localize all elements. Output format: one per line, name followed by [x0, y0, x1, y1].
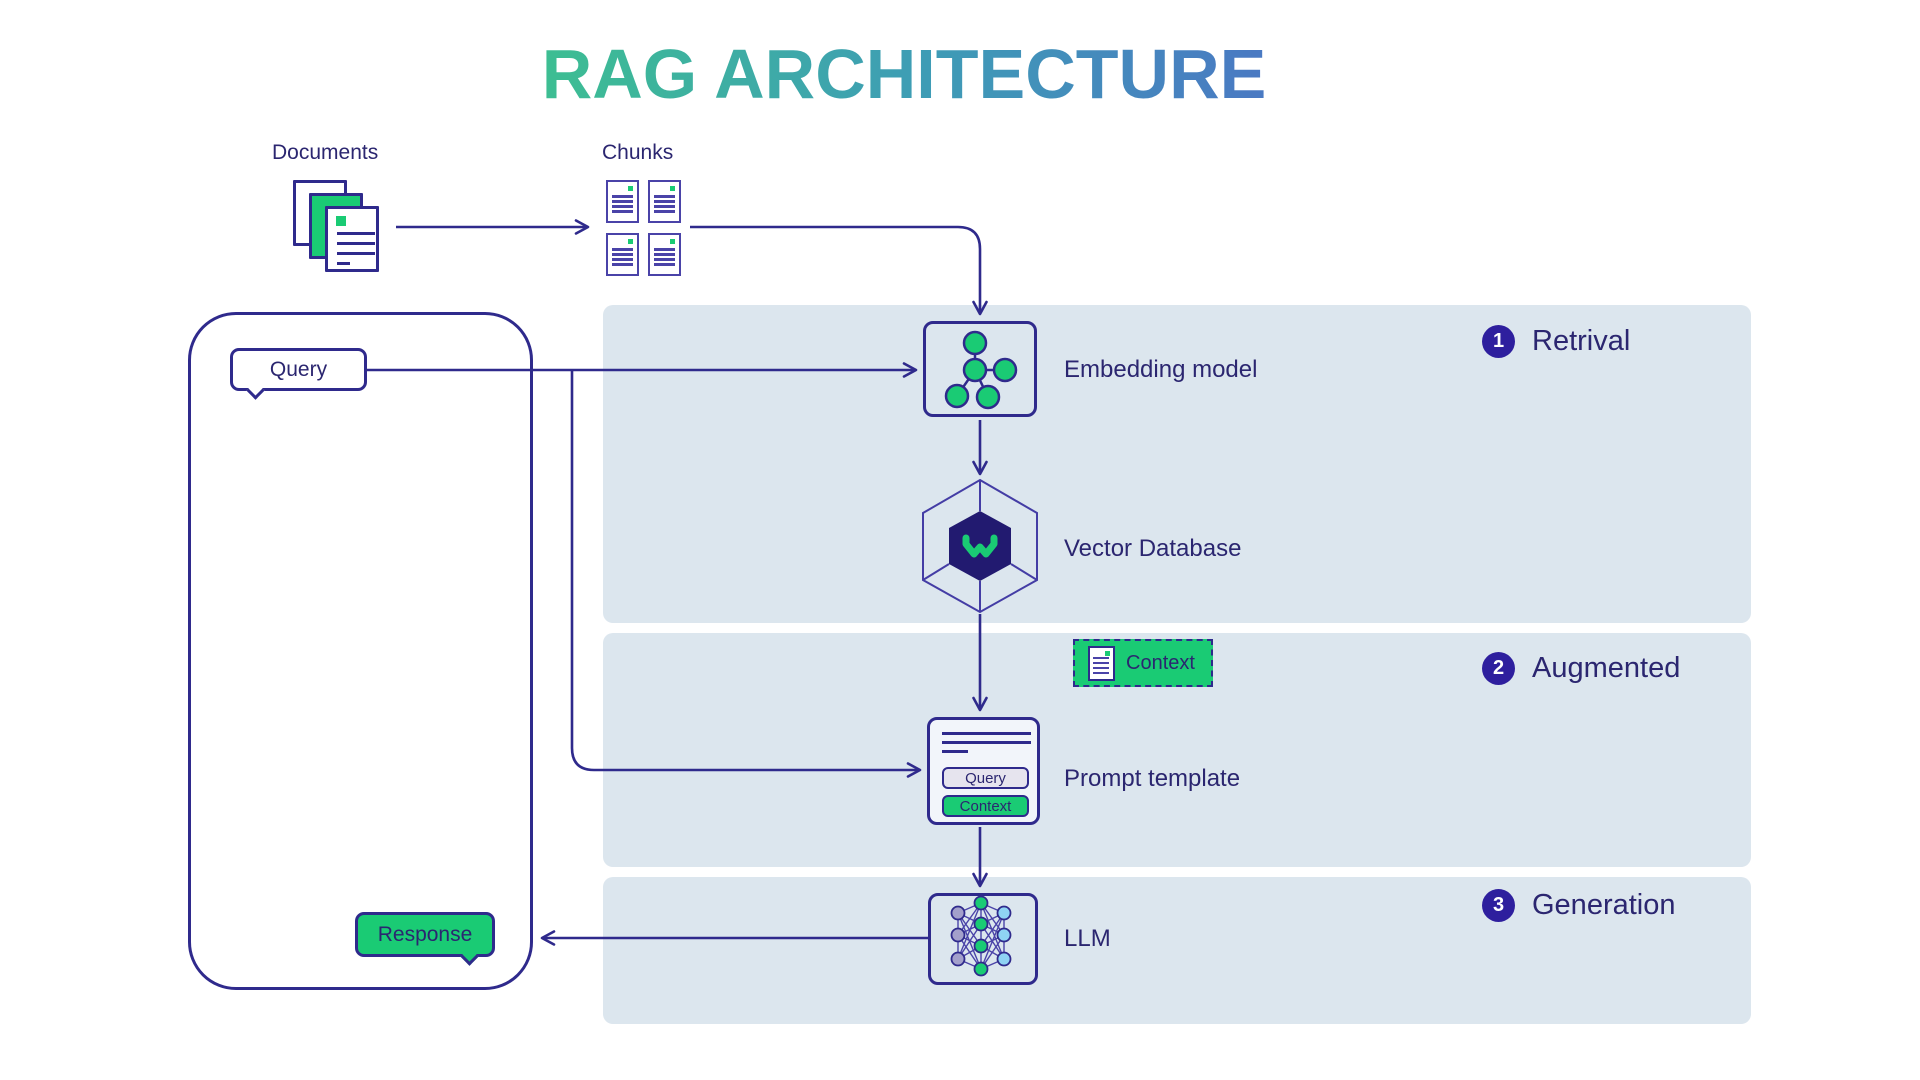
- chunks-icon-grid: [606, 180, 681, 276]
- step-1-badge: 1: [1482, 325, 1515, 358]
- vector-database-icon: [922, 478, 1038, 614]
- vector-database-label: Vector Database: [1064, 535, 1242, 562]
- step-1-number: 1: [1492, 330, 1505, 352]
- prompt-query-pill: Query: [942, 767, 1029, 789]
- prompt-text-line: [942, 732, 1031, 735]
- step-2-number: 2: [1492, 657, 1505, 679]
- step-3-badge: 3: [1482, 889, 1515, 922]
- chat-frame: [188, 312, 533, 990]
- chunk-icon: [606, 233, 639, 276]
- context-document-icon: [1088, 645, 1115, 681]
- chunk-icon: [648, 180, 681, 223]
- step-3-label: Generation: [1532, 889, 1676, 921]
- step-1-label: Retrival: [1532, 325, 1631, 357]
- embedding-model-box: [923, 321, 1037, 417]
- chunk-icon: [606, 180, 639, 223]
- response-bubble-label: Response: [377, 922, 473, 946]
- arrow-chunks-to-embedding: [690, 225, 988, 316]
- page-title: RAG ARCHITECTURE: [541, 35, 1267, 113]
- query-bubble-label: Query: [269, 357, 328, 381]
- query-bubble: Query: [230, 348, 367, 400]
- llm-neural-network-icon: [950, 895, 1012, 977]
- response-bubble: Response: [355, 912, 495, 966]
- context-label: Context: [1126, 651, 1195, 674]
- embedding-graph-icon: [944, 330, 1018, 410]
- chunks-label: Chunks: [602, 141, 674, 164]
- prompt-template-label: Prompt template: [1064, 765, 1241, 792]
- llm-label: LLM: [1064, 925, 1111, 952]
- prompt-text-line: [942, 750, 968, 753]
- llm-box: [928, 893, 1038, 985]
- embedding-model-label: Embedding model: [1064, 356, 1258, 383]
- step-3-number: 3: [1492, 894, 1505, 916]
- document-page-front: [325, 206, 379, 272]
- prompt-context-pill: Context: [942, 795, 1029, 817]
- context-box: Context: [1073, 639, 1213, 687]
- panel-generation: [603, 877, 1751, 1024]
- step-2-label: Augmented: [1532, 652, 1681, 684]
- prompt-text-line: [942, 741, 1031, 744]
- step-2-badge: 2: [1482, 652, 1515, 685]
- prompt-template-box: Query Context: [927, 717, 1040, 825]
- chunk-icon: [648, 233, 681, 276]
- documents-label: Documents: [272, 141, 379, 164]
